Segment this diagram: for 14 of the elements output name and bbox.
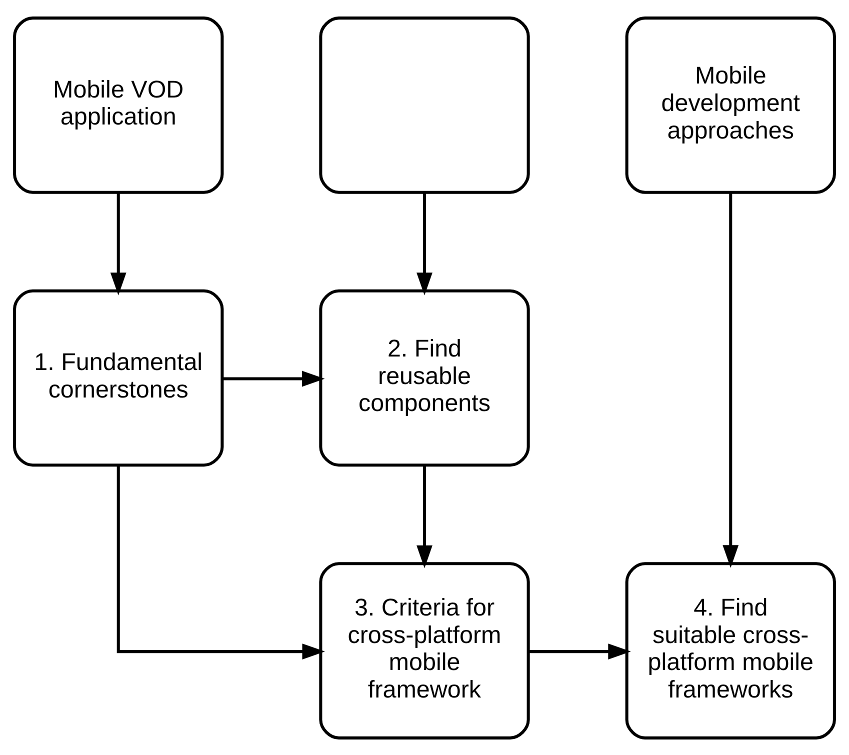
node-box (319, 16, 530, 194)
arrow (222, 370, 325, 386)
node-box: 1. Fundamental cornerstones (13, 288, 224, 466)
node-box: 4. Find suitable cross-platform mobile frameworks (625, 562, 836, 739)
arrow (116, 464, 326, 660)
node-box: 3. Criteria for cross-platform mobile framework (319, 562, 530, 739)
node-box: 2. Find reusable components (319, 288, 530, 466)
arrow (110, 192, 126, 295)
arrow (722, 192, 739, 568)
arrow (416, 192, 432, 295)
arrow (416, 465, 432, 568)
node-box: Mobile development approaches (625, 16, 836, 194)
node-box: Mobile VOD application (13, 16, 224, 194)
arrow (528, 643, 631, 660)
